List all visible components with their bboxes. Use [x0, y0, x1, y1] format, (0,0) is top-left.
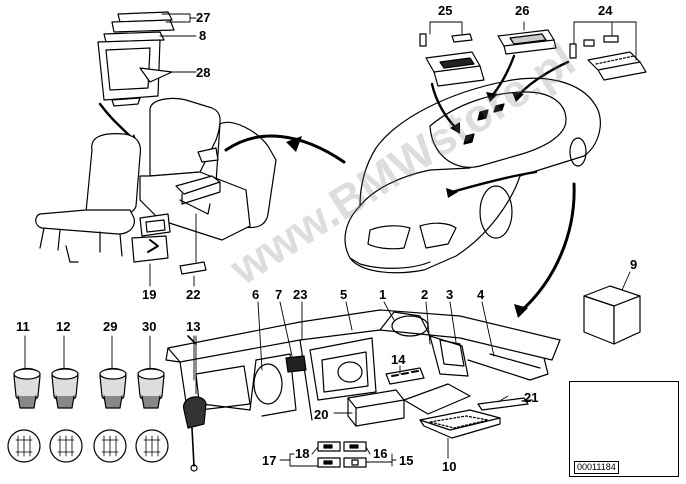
tray-10 — [419, 409, 501, 439]
gear-knob-12 — [49, 367, 83, 463]
part-label-30: 30 — [142, 319, 157, 334]
gear-knob-11 — [7, 367, 41, 463]
part-label-3: 3 — [446, 287, 454, 302]
console-box-20 — [347, 389, 405, 427]
component-26 — [497, 29, 557, 55]
center-console — [403, 383, 471, 415]
dashboard-trim — [165, 309, 561, 421]
part-label-20: 20 — [314, 407, 329, 422]
part-label-13: 13 — [186, 319, 201, 334]
part-label-1: 1 — [379, 287, 387, 302]
part-label-25: 25 — [438, 3, 453, 18]
leader-lines-buttons — [279, 446, 397, 467]
front-seat — [35, 133, 142, 263]
part-label-23: 23 — [293, 287, 308, 302]
part-label-5: 5 — [340, 287, 348, 302]
part-label-19: 19 — [142, 287, 157, 302]
gear-knob-29 — [93, 367, 127, 463]
part-label-17: 17 — [262, 453, 277, 468]
arrow-24-to-car — [516, 60, 570, 98]
part-label-9: 9 — [630, 257, 638, 272]
part-label-12: 12 — [56, 319, 71, 334]
part-label-22: 22 — [186, 287, 201, 302]
strip-21 — [477, 397, 533, 411]
headrest-screen-assembly — [97, 11, 175, 107]
reference-thumbnail-frame: 00011184 — [569, 381, 679, 477]
trim-strip — [179, 261, 207, 275]
gear-lever-13 — [183, 396, 207, 472]
arrow-25-to-car — [430, 82, 458, 130]
car-overview — [344, 77, 601, 274]
part-label-18: 18 — [295, 446, 310, 461]
part-label-6: 6 — [252, 287, 260, 302]
screen-unit — [131, 213, 171, 263]
leader-lines-knobs — [24, 335, 197, 395]
arrow-car-to-console — [450, 170, 538, 194]
part-label-7: 7 — [275, 287, 283, 302]
part-label-4: 4 — [477, 287, 485, 302]
arrow-seats-to-car — [224, 134, 346, 164]
part-label-10: 10 — [442, 459, 457, 474]
leader-lines-top-left — [159, 13, 197, 73]
reference-code: 00011184 — [574, 461, 619, 474]
component-25 — [419, 33, 485, 87]
leader-lines-top-right — [429, 21, 637, 61]
part-label-15: 15 — [399, 453, 414, 468]
button-set-15-18 — [317, 441, 367, 468]
switch-panel-14 — [385, 367, 425, 385]
part-label-28: 28 — [196, 65, 211, 80]
leader-lines-dashboard — [193, 301, 509, 459]
part-label-16: 16 — [373, 446, 388, 461]
part-label-8: 8 — [199, 28, 207, 43]
item-9-cube — [583, 285, 641, 345]
part-label-26: 26 — [515, 3, 530, 18]
part-label-27: 27 — [196, 10, 211, 25]
switch-7 — [285, 355, 307, 373]
arrow-car-to-dashboard — [518, 182, 576, 314]
part-label-14: 14 — [391, 352, 406, 367]
component-24 — [569, 35, 647, 81]
part-label-29: 29 — [103, 319, 118, 334]
part-label-24: 24 — [598, 3, 613, 18]
part-label-21: 21 — [524, 390, 539, 405]
gear-knob-30 — [135, 367, 169, 463]
part-label-11: 11 — [16, 319, 30, 334]
part-label-2: 2 — [421, 287, 429, 302]
